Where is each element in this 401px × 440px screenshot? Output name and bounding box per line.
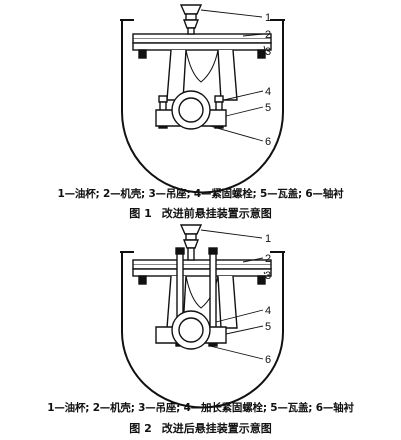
callout-3: 3 — [265, 46, 271, 58]
plate-bolt-left — [138, 275, 147, 285]
figure-1-caption: 图 1 改进前悬挂装置示意图 — [0, 205, 401, 221]
figure-1-caption-number: 图 1 — [129, 207, 152, 220]
callout-4: 4 — [265, 305, 271, 317]
hanger-seat-bottom — [132, 42, 272, 51]
bearing-bushing-outer — [171, 90, 211, 130]
housing-shell — [120, 19, 285, 194]
plate-bolt-right — [257, 49, 266, 59]
bearing-bushing-inner — [178, 317, 204, 343]
figure-2-caption: 图 2 改进后悬挂装置示意图 — [0, 420, 401, 436]
callout-1: 1 — [265, 233, 271, 245]
figure-1-caption-text: 改进前悬挂装置示意图 — [161, 207, 272, 220]
callout-6: 6 — [265, 354, 271, 366]
figure-2-drawing: 1 2 3 4 5 6 — [120, 224, 285, 409]
figure-1-legend: 1—油杯; 2—机壳; 3—吊座; 4—紧固螺栓; 5—瓦盖; 6—轴衬 — [57, 188, 344, 200]
callout-4: 4 — [265, 86, 271, 98]
bearing-bushing-outer — [171, 310, 211, 350]
hanger-bracket-right — [217, 275, 238, 329]
figure-2-caption-text: 改进后悬挂装置示意图 — [161, 422, 272, 435]
plate-bolt-right — [257, 275, 266, 285]
plate-bolt-left — [138, 49, 147, 59]
oil-cup — [179, 4, 203, 35]
figure-2-caption-number: 图 2 — [129, 422, 152, 435]
callout-2: 2 — [265, 253, 271, 265]
figure-1-drawing: 1 2 3 4 5 6 — [120, 4, 285, 194]
callout-2: 2 — [265, 29, 271, 41]
callout-5: 5 — [265, 321, 271, 333]
hanger-bracket-right — [217, 49, 238, 101]
figure-1: 1 2 3 4 5 6 1—油杯; 2—机壳; 3—吊座; 4—紧固螺栓; 5—… — [0, 4, 401, 221]
callout-1: 1 — [265, 12, 271, 24]
callout-3: 3 — [265, 270, 271, 282]
hanger-seat-bottom — [132, 268, 272, 277]
figure-2: 1 2 3 4 5 6 1—油杯; 2—机壳; 3—吊座; 4—加长紧固螺栓; … — [0, 222, 401, 440]
oil-cup — [179, 224, 203, 261]
callout-5: 5 — [265, 102, 271, 114]
callout-6: 6 — [265, 136, 271, 148]
housing-shell — [120, 251, 285, 409]
figure-2-legend: 1—油杯; 2—机壳; 3—吊座; 4—加长紧固螺栓; 5—瓦盖; 6—轴衬 — [47, 402, 354, 414]
bearing-bushing-inner — [178, 97, 204, 123]
